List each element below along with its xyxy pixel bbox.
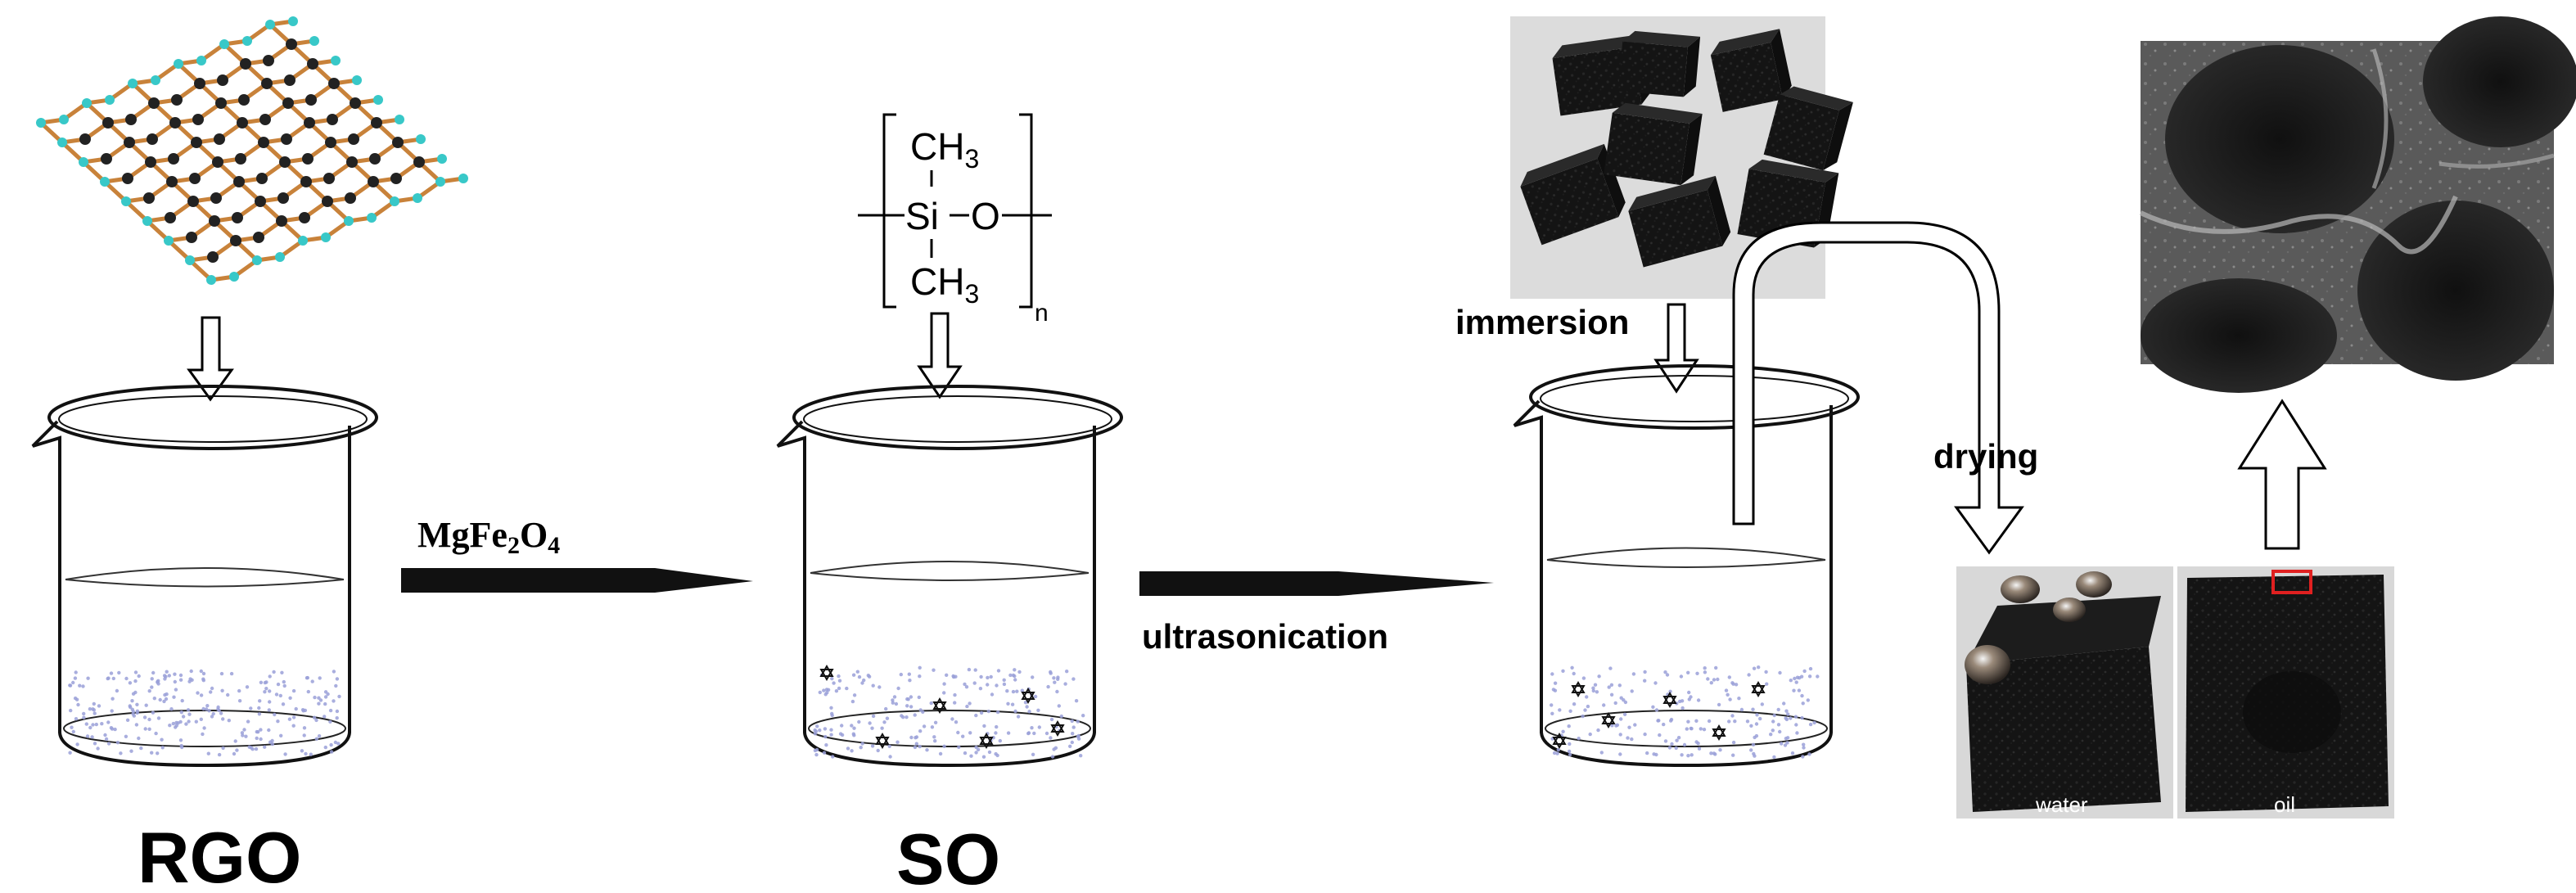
magnetic-particles-immersion: [1552, 680, 1766, 750]
particles-so: [813, 665, 1085, 759]
silicon-label: Si: [905, 195, 939, 237]
repeat-unit-n: n: [1035, 300, 1049, 327]
beaker-immersion: [1513, 364, 1860, 768]
particles-immersion: [1550, 665, 1820, 760]
caption-water: water: [2035, 792, 2088, 817]
methyl-bottom: CH3: [910, 260, 979, 309]
label-drying: drying: [1933, 437, 2038, 476]
arrow-drying: [1732, 221, 2024, 555]
label-rgo: RGO: [138, 817, 301, 893]
sponge-cubes-photo: [1510, 16, 1853, 299]
particles-rgo: [68, 669, 341, 757]
label-mgfe2o4: MgFe2O4: [417, 515, 560, 559]
magnetic-particles-so: [819, 664, 1065, 750]
photo-oil: oil: [2177, 566, 2394, 819]
down-arrow-rgo: [187, 316, 234, 402]
oxygen-label: O: [971, 195, 1000, 237]
up-arrow-sem: [2237, 399, 2327, 550]
graphene-sheet-icon: [36, 16, 468, 285]
down-arrow-so: [917, 312, 963, 399]
photo-water: water: [1956, 566, 2173, 819]
caption-oil: oil: [2274, 792, 2295, 817]
beaker-rgo: [31, 385, 378, 768]
label-so: SO: [896, 819, 1000, 893]
pdms-structure: CH3 Si O CH3 n: [858, 113, 1052, 327]
label-ultrasonication: ultrasonication: [1142, 617, 1388, 656]
beaker-so: [776, 385, 1123, 768]
methyl-top: CH3: [910, 125, 979, 174]
down-arrow-immersion: [1653, 303, 1699, 394]
arrow-ultrasonication: [1139, 571, 1494, 596]
arrow-mgfe2o4: [401, 568, 753, 593]
label-immersion: immersion: [1455, 303, 1629, 341]
sem-image: [2139, 16, 2576, 393]
magnified-region-box: [2271, 570, 2312, 594]
